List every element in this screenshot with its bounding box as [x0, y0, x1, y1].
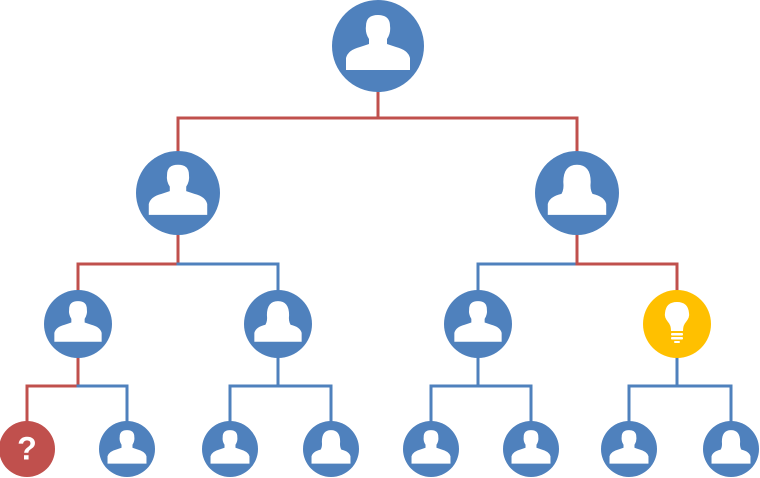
- node-l3-h: [703, 421, 759, 477]
- question-mark-icon: ?: [17, 431, 37, 467]
- node-l3-d: [303, 421, 359, 477]
- person-female-icon: [547, 164, 607, 215]
- person-male-icon: [346, 15, 410, 70]
- lightbulb-icon: [664, 302, 690, 343]
- node-l3-g: [601, 421, 657, 477]
- person-male-icon: [609, 430, 649, 464]
- node-l3-e: [403, 421, 459, 477]
- node-l3-a: ?: [0, 421, 55, 477]
- person-male-icon: [210, 430, 250, 464]
- person-female-icon: [311, 430, 351, 464]
- node-l3-f: [503, 421, 559, 477]
- connector-layer: [25, 90, 733, 423]
- person-female-icon: [254, 301, 302, 342]
- person-male-icon: [54, 301, 102, 342]
- node-l2-d: [643, 290, 711, 358]
- question-mark-glyph: ?: [17, 431, 37, 467]
- person-male-icon: [411, 430, 451, 464]
- node-l1-left: [136, 151, 220, 235]
- person-male-icon: [511, 430, 551, 464]
- node-circle: [0, 421, 55, 477]
- node-l3-b: [99, 421, 155, 477]
- node-root: [332, 0, 424, 92]
- node-l2-c: [444, 290, 512, 358]
- node-l3-c: [202, 421, 258, 477]
- person-male-icon: [107, 430, 147, 464]
- node-l2-a: [44, 290, 112, 358]
- person-male-icon: [454, 301, 502, 342]
- node-l2-b: [244, 290, 312, 358]
- person-female-icon: [711, 430, 751, 464]
- person-male-icon: [148, 164, 208, 215]
- node-l1-right: [535, 151, 619, 235]
